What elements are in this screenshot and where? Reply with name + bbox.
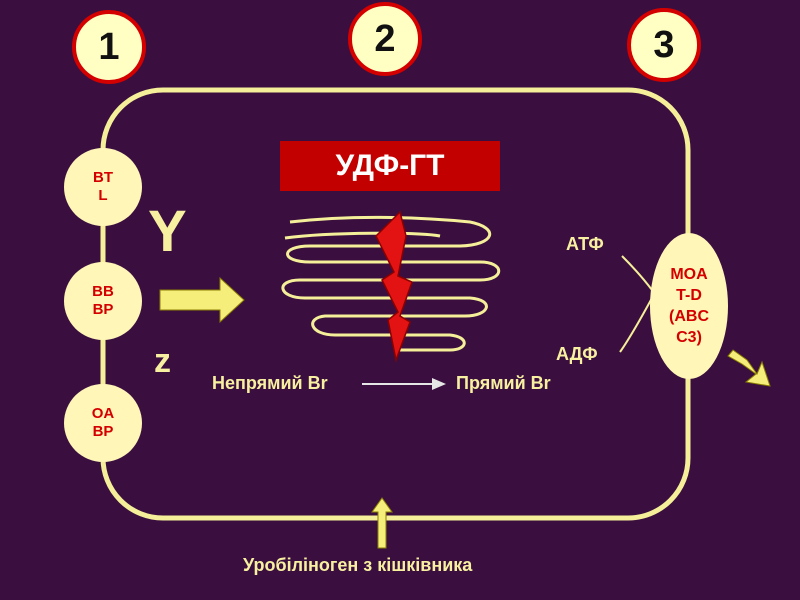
adp-line xyxy=(619,297,653,353)
er-coils xyxy=(281,215,501,352)
urobilinogen-label: Уробіліноген з кішківника xyxy=(243,555,473,575)
zone-3-marker: 3 xyxy=(627,8,701,82)
input-arrow xyxy=(159,276,245,324)
exporter-moat-d: MOA T-D (ABC C3) xyxy=(650,233,728,379)
atp-label: АТФ xyxy=(566,234,604,254)
indirect-bilirubin-label: Непрямий Br xyxy=(212,373,328,393)
protein-z: z xyxy=(154,342,171,380)
zone-1-marker: 1 xyxy=(72,10,146,84)
reaction-arrowhead xyxy=(432,378,446,390)
direct-bilirubin-label: Прямий Br xyxy=(456,373,551,393)
zone-2-marker: 2 xyxy=(348,2,422,76)
transporter-btl: BT L xyxy=(64,148,142,226)
lightning-bolt-icon xyxy=(375,210,413,363)
enzyme-label: УДФ-ГТ xyxy=(280,141,500,191)
adp-label: АДФ xyxy=(556,344,598,364)
urobilinogen-arrow xyxy=(371,497,393,549)
protein-y: Y xyxy=(148,199,187,264)
export-arrow xyxy=(727,349,771,387)
atp-line xyxy=(621,255,653,291)
transporter-oabp: OA BP xyxy=(64,384,142,462)
transporter-bbbp: BB BP xyxy=(64,262,142,340)
